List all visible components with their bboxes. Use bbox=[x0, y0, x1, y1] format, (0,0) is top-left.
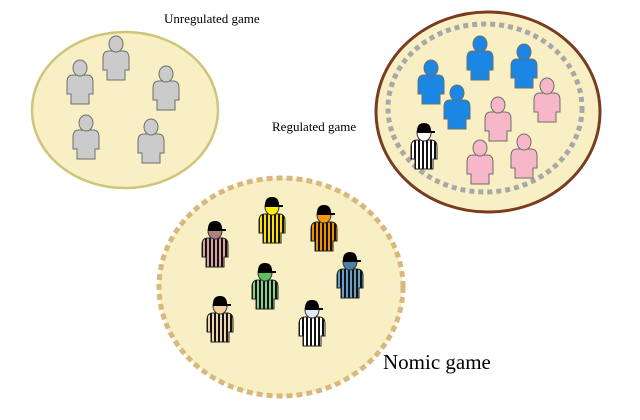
referee-icon bbox=[410, 123, 438, 170]
person-icon bbox=[72, 114, 100, 160]
person-icon bbox=[443, 84, 471, 130]
referee-icon bbox=[251, 263, 279, 310]
person-icon bbox=[417, 59, 445, 105]
referee-icon bbox=[336, 252, 364, 299]
person-icon bbox=[510, 133, 538, 179]
person-icon bbox=[466, 139, 494, 185]
person-icon bbox=[102, 35, 130, 81]
referee-icon bbox=[258, 197, 286, 244]
regulated-inner-boundary bbox=[385, 21, 585, 195]
person-icon bbox=[510, 43, 538, 89]
referee-icon bbox=[201, 221, 229, 268]
regulated-game-label: Regulated game bbox=[272, 119, 356, 134]
person-icon bbox=[66, 59, 94, 105]
unregulated-players bbox=[66, 35, 180, 164]
unregulated-game-label: Unregulated game bbox=[164, 11, 260, 26]
referee-icon bbox=[206, 296, 234, 343]
referee-icon bbox=[298, 300, 326, 347]
person-icon bbox=[137, 118, 165, 164]
regulated-players bbox=[410, 35, 561, 185]
person-icon bbox=[152, 65, 180, 111]
nomic-referees bbox=[201, 197, 364, 347]
person-icon bbox=[484, 96, 512, 142]
nomic-game-label: Nomic game bbox=[383, 350, 491, 374]
person-icon bbox=[466, 35, 494, 81]
nomic-game-field bbox=[156, 175, 406, 399]
referee-icon bbox=[310, 205, 338, 252]
person-icon bbox=[533, 77, 561, 123]
